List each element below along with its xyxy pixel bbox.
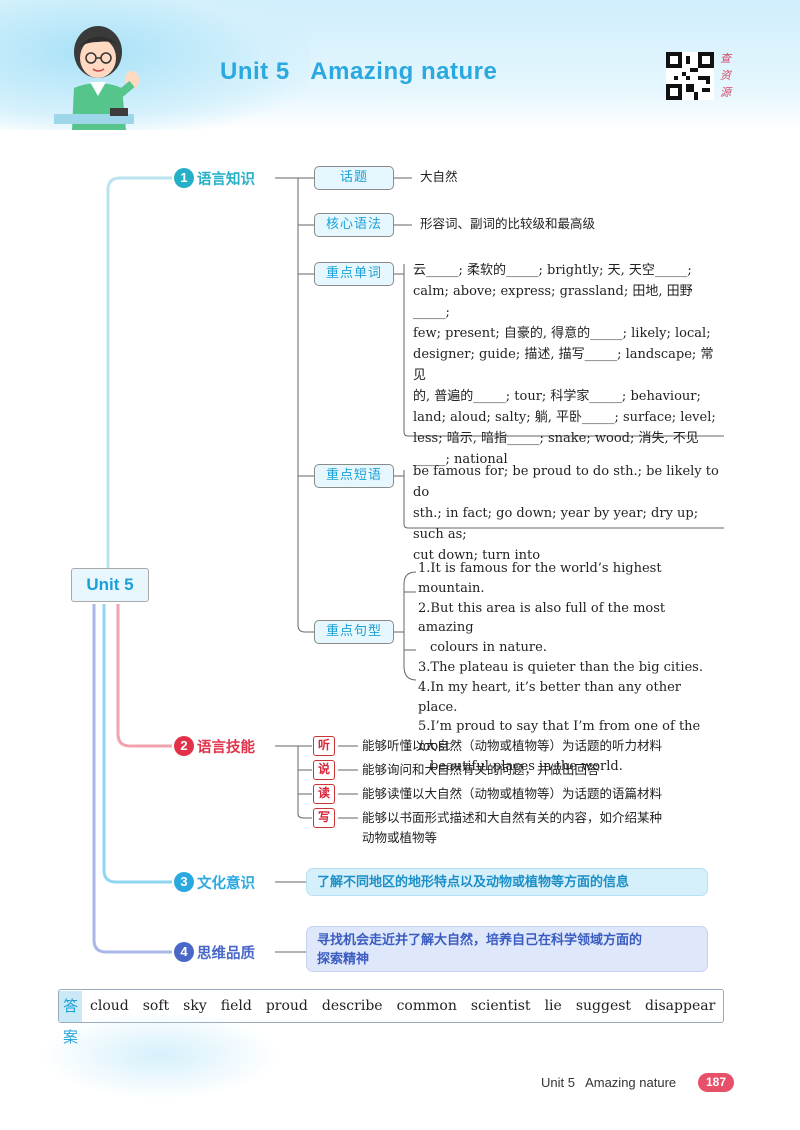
key-phrases-line: cut down; turn into [413, 548, 541, 563]
skill-tag-reading: 读 [313, 784, 335, 804]
unit-title: Unit 5 Amazing nature [220, 58, 498, 85]
answer-word: scientist [470, 998, 531, 1014]
skill-tag-speaking: 说 [313, 760, 335, 780]
category-number: 1 [174, 168, 194, 188]
key-words-line: calm; above; express; grassland; 田地, 田野_… [413, 284, 693, 320]
teacher-illustration [54, 26, 139, 130]
key-words-line: land; aloud; salty; 躺, 平卧_____; surface;… [413, 410, 716, 425]
key-words-line: _____; national [413, 452, 508, 467]
key-sentence-line: 5.I’m proud to say that I’m from one of … [418, 719, 701, 755]
category-label: 语言技能 [197, 739, 255, 756]
category-cultural-awareness: 3 文化意识 [174, 870, 255, 894]
center-node-unit: Unit 5 [71, 568, 149, 602]
tag-core-grammar: 核心语法 [314, 213, 394, 237]
page-number-badge: 187 [698, 1073, 734, 1092]
key-sentence-line: 1.It is famous for the world’s highest m… [418, 561, 662, 596]
key-words-line: 云_____; 柔软的_____; brightly; 天, 天空_____; [413, 263, 692, 278]
key-sentence-line: 2.But this area is also full of the most… [418, 600, 666, 636]
key-words-line: 的, 普遍的_____; tour; 科学家_____; behaviour; [413, 389, 701, 404]
category-thinking-quality: 4 思维品质 [174, 940, 255, 964]
key-words-line: designer; guide; 描述, 描写_____; landscape;… [413, 347, 714, 383]
culture-banner: 了解不同地区的地形特点以及动物或植物等方面的信息 [306, 868, 708, 896]
answer-word: disappear [645, 998, 716, 1014]
topic-text: 大自然 [420, 169, 458, 184]
category-language-knowledge: 1 语言知识 [174, 166, 255, 190]
key-sentence-line: beautiful places in the world. [430, 758, 623, 774]
key-phrases-line: be famous for; be proud to do sth.; be l… [413, 464, 719, 500]
answer-word: lie [544, 998, 562, 1014]
answer-word: common [396, 998, 457, 1014]
category-label: 思维品质 [197, 945, 255, 962]
key-sentences-block: 1.It is famous for the world’s highest m… [418, 559, 724, 777]
tag-topic: 话题 [314, 166, 394, 190]
qr-resource-label: 查资源 [720, 52, 731, 99]
skill-tag-writing: 写 [313, 808, 335, 828]
thinking-banner: 寻找机会走近并了解大自然，培养自己在科学领域方面的 探索精神 [306, 926, 708, 972]
category-number: 4 [174, 942, 194, 962]
key-words-block: 云_____; 柔软的_____; brightly; 天, 天空_____; … [413, 260, 723, 470]
key-phrases-line: sth.; in fact; go down; year by year; dr… [413, 506, 699, 542]
decorative-glow [40, 1010, 280, 1100]
skill-tag-listening: 听 [313, 736, 335, 756]
category-label: 语言知识 [197, 171, 255, 188]
key-sentence-line: 3.The plateau is quieter than the big ci… [418, 659, 703, 675]
category-label: 文化意识 [197, 875, 255, 892]
skill-text-writing-cont: 动物或植物等 [362, 830, 438, 845]
skill-text-listening: 能够听懂以大自然（动物或植物等）为话题的听力材料 [362, 738, 663, 753]
tag-key-sentences: 重点句型 [314, 620, 394, 644]
thinking-line: 探索精神 [317, 952, 370, 967]
grammar-text: 形容词、副词的比较级和最高级 [420, 216, 596, 231]
answer-box: 答案 cloud soft sky field proud describe c… [58, 989, 724, 1046]
key-words-line: less; 暗示, 暗指_____; snake; wood; 消失, 不见 [413, 431, 699, 446]
thinking-line: 寻找机会走近并了解大自然，培养自己在科学领域方面的 [317, 933, 643, 948]
category-number: 2 [174, 736, 194, 756]
answer-word: describe [321, 998, 383, 1014]
category-language-skills: 2 语言技能 [174, 734, 255, 758]
tag-key-words: 重点单词 [314, 262, 394, 286]
tag-key-phrases: 重点短语 [314, 464, 394, 488]
key-phrases-block: be famous for; be proud to do sth.; be l… [413, 461, 723, 566]
footer-unit-title: Unit 5 Amazing nature [541, 1075, 677, 1090]
skill-text-speaking: 能够询问和大自然有关的问题，并做出回答 [362, 762, 600, 777]
qr-code-icon[interactable] [666, 52, 714, 100]
key-sentence-line: 4.In my heart, it’s better than any othe… [418, 679, 681, 715]
answer-word: suggest [575, 998, 632, 1014]
skill-text-writing: 能够以书面形式描述和大自然有关的内容，如介绍某种 [362, 810, 663, 825]
category-number: 3 [174, 872, 194, 892]
skill-text-reading: 能够读懂以大自然（动物或植物等）为话题的语篇材料 [362, 786, 663, 801]
key-words-line: few; present; 自豪的, 得意的_____; likely; loc… [413, 326, 711, 341]
key-sentence-line: colours in nature. [430, 640, 547, 656]
